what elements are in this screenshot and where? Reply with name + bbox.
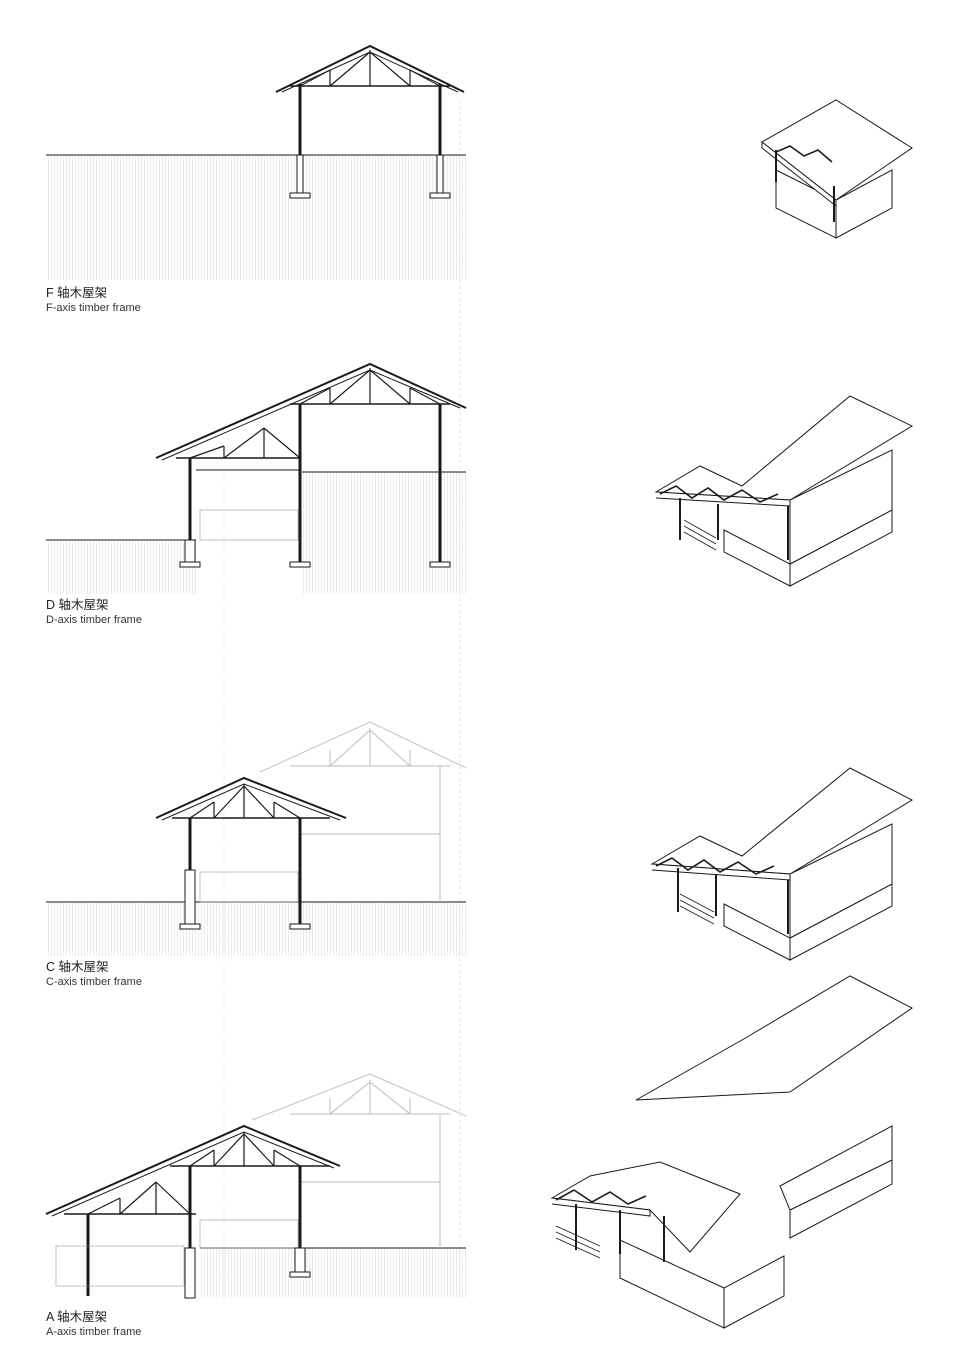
truss (275, 44, 465, 155)
caption-title-en: A-axis timber frame (46, 1325, 142, 1338)
axon-f (761, 99, 913, 239)
caption-a: A 轴木屋架 A-axis timber frame (46, 1310, 141, 1339)
section-f (46, 44, 466, 280)
caption-title-zh: A 轴木屋架 (46, 1310, 108, 1324)
caption-d: D 轴木屋架 D-axis timber frame (46, 598, 142, 627)
section-d (46, 362, 467, 594)
caption-title-en: C-axis timber frame (46, 975, 142, 988)
caption-title-en: D-axis timber frame (46, 613, 142, 626)
caption-title-zh: C 轴木屋架 (46, 960, 109, 974)
section-c (46, 721, 467, 956)
caption-f: F 轴木屋架 F-axis timber frame (46, 286, 141, 315)
caption-title-zh: D 轴木屋架 (46, 598, 109, 612)
ground-hatch (46, 155, 466, 280)
axon-c (650, 767, 914, 961)
ghost-frame (259, 721, 467, 902)
axon-d (654, 395, 914, 587)
caption-title-zh: F 轴木屋架 (46, 286, 108, 300)
caption-c: C 轴木屋架 C-axis timber frame (46, 960, 142, 989)
axon-a (550, 975, 913, 1329)
ghost-frame (251, 1073, 467, 1248)
section-a (45, 1073, 467, 1299)
footings (289, 154, 451, 199)
caption-title-en: F-axis timber frame (46, 301, 141, 314)
alignment-guides (223, 100, 461, 1300)
